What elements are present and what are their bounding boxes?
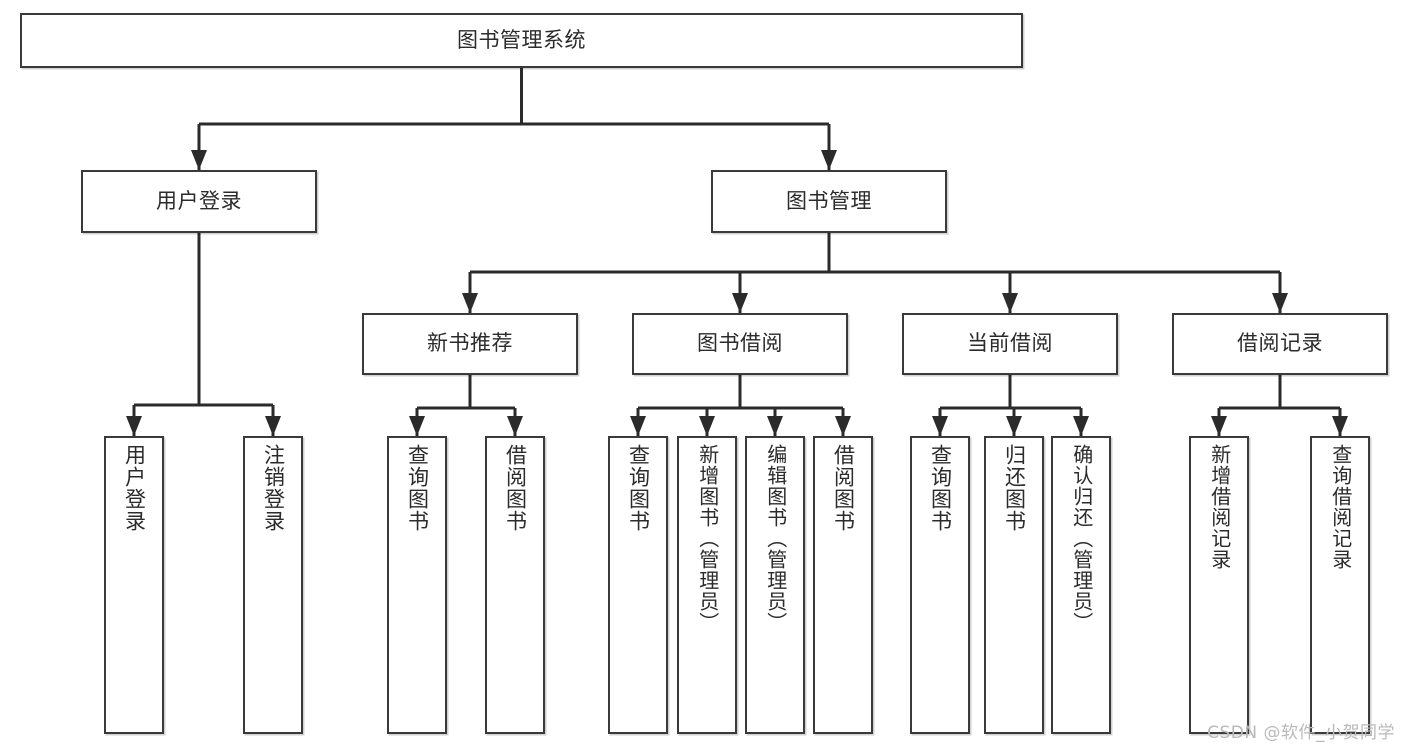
node-label: 借阅图书 (831, 444, 856, 532)
node-label: 借阅记录 (1237, 331, 1323, 356)
node-leaf-rec-add[interactable]: 新增借阅记录 (1189, 436, 1249, 734)
node-leaf-cur-return[interactable]: 归还图书 (984, 436, 1044, 734)
node-label: 注销登录 (261, 444, 286, 532)
node-newbooks[interactable]: 新书推荐 (362, 313, 578, 375)
node-leaf-cur-query[interactable]: 查询图书 (910, 436, 970, 734)
node-label: 当前借阅 (967, 331, 1053, 356)
node-leaf-cur-confirm[interactable]: 确认归还（管理员） (1051, 436, 1111, 734)
node-leaf-user-logout[interactable]: 注销登录 (243, 436, 303, 734)
node-label: 查询图书 (928, 444, 953, 532)
node-label: 查询图书 (626, 444, 651, 532)
node-current[interactable]: 当前借阅 (902, 313, 1118, 375)
node-leaf-rec-query[interactable]: 查询借阅记录 (1310, 436, 1370, 734)
node-leaf-bk-add[interactable]: 新增图书（管理员） (677, 436, 737, 734)
node-label: 确认归还（管理员） (1069, 444, 1094, 633)
node-leaf-bk-query[interactable]: 查询图书 (608, 436, 668, 734)
node-label: 图书管理 (786, 188, 872, 213)
watermark: CSDN @软件_小贺同学 (1207, 723, 1395, 743)
node-label: 归还图书 (1002, 444, 1027, 532)
node-leaf-bk-edit[interactable]: 编辑图书（管理员） (745, 436, 805, 734)
node-label: 用户登录 (122, 444, 147, 532)
node-records[interactable]: 借阅记录 (1172, 313, 1388, 375)
node-leaf-new-query[interactable]: 查询图书 (387, 436, 447, 734)
node-label: 查询借阅记录 (1328, 444, 1353, 570)
node-label: 新增图书（管理员） (695, 444, 720, 633)
node-label: 图书管理系统 (457, 27, 586, 52)
node-bookmgmt[interactable]: 图书管理 (711, 170, 947, 233)
node-borrow[interactable]: 图书借阅 (632, 313, 848, 375)
node-login[interactable]: 用户登录 (81, 170, 317, 233)
node-label: 借阅图书 (503, 444, 528, 532)
node-label: 编辑图书（管理员） (763, 444, 788, 633)
node-label: 用户登录 (156, 188, 242, 213)
node-leaf-bk-borrow[interactable]: 借阅图书 (813, 436, 873, 734)
node-label: 查询图书 (405, 444, 430, 532)
node-leaf-new-borrow[interactable]: 借阅图书 (485, 436, 545, 734)
node-leaf-user-login[interactable]: 用户登录 (104, 436, 164, 734)
node-root[interactable]: 图书管理系统 (20, 13, 1023, 68)
node-label: 新增借阅记录 (1207, 444, 1232, 570)
node-label: 新书推荐 (427, 331, 513, 356)
node-label: 图书借阅 (697, 331, 783, 356)
